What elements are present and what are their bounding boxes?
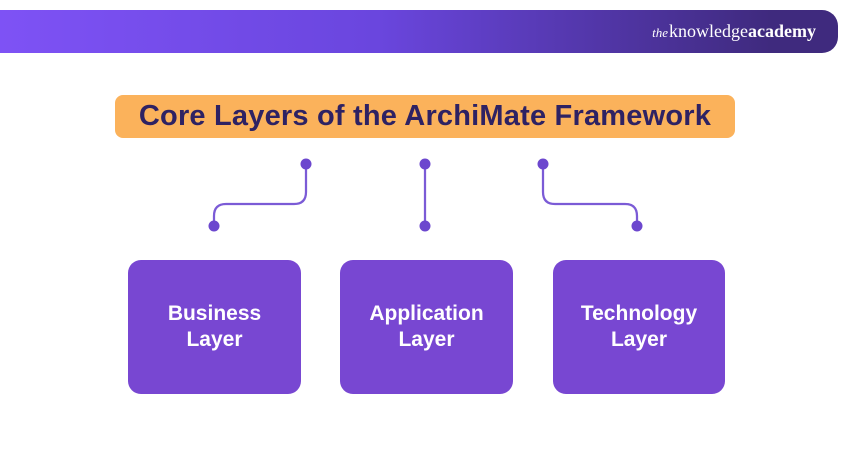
brand-logo: theknowledgeacademy — [652, 22, 816, 41]
layer-box-label: Application Layer — [369, 301, 484, 351]
connector-application — [419, 158, 431, 232]
title-banner: Core Layers of the ArchiMate Framework — [115, 95, 735, 138]
connector-dot-icon — [419, 158, 431, 170]
connector-technology — [537, 158, 643, 232]
connector-path — [212, 164, 308, 226]
logo-word-knowledge: knowledge — [669, 21, 749, 41]
layer-box-application: Application Layer — [340, 260, 513, 394]
logo-word-the: the — [652, 25, 669, 40]
connector-path — [541, 164, 639, 226]
logo-word-academy: academy — [748, 21, 816, 41]
connector-dot-icon — [537, 158, 549, 170]
connector-dot-icon — [300, 158, 312, 170]
connector-dot-icon — [419, 220, 431, 232]
connector-dot-icon — [631, 220, 643, 232]
header-bar: theknowledgeacademy — [0, 10, 838, 53]
page-title: Core Layers of the ArchiMate Framework — [138, 100, 712, 132]
layer-box-business: Business Layer — [128, 260, 301, 394]
layer-box-label: Business Layer — [167, 301, 262, 351]
connector-business — [208, 158, 312, 232]
layer-box-technology: Technology Layer — [553, 260, 725, 394]
connector-dot-icon — [208, 220, 220, 232]
layer-box-label: Technology Layer — [580, 301, 698, 351]
